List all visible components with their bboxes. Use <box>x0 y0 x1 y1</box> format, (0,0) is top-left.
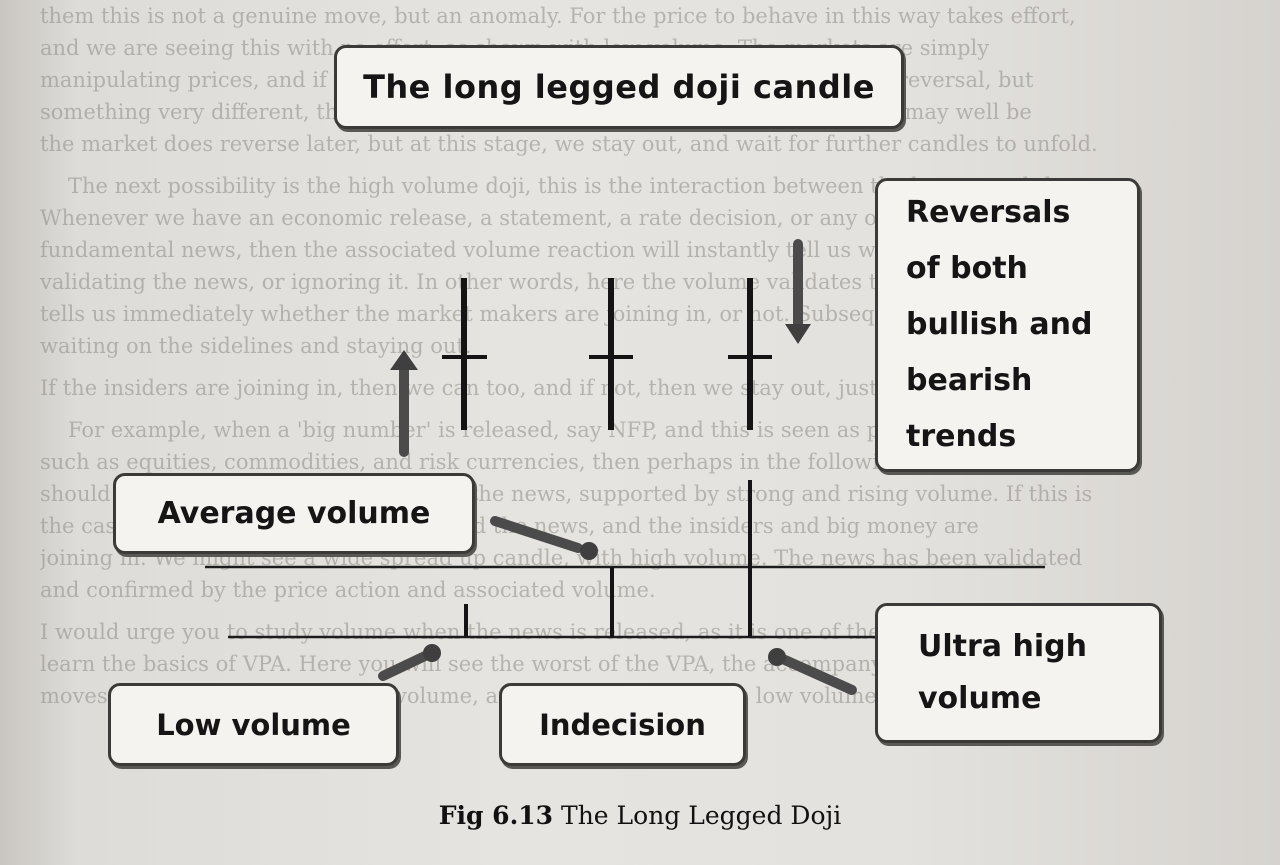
reversals-line: Reversals <box>906 195 1071 230</box>
reversals-line: of both <box>906 251 1028 286</box>
figure-label: Fig 6.13 <box>438 801 554 830</box>
low-volume-callout: Low volume <box>108 683 399 766</box>
arrow-down-icon <box>785 239 811 344</box>
doji-candle-ultra-high-volume <box>728 278 772 430</box>
ultra-high-volume-line: volume <box>918 681 1042 716</box>
title-callout: The long legged doji candle <box>334 45 904 129</box>
reversals-line: trends <box>906 419 1017 454</box>
arrow-ultra-pointer-icon <box>768 648 857 695</box>
low-volume-label: Low volume <box>156 707 351 742</box>
doji-candle-low-volume <box>442 278 487 430</box>
reversals-line: bullish and <box>906 307 1093 342</box>
arrow-up-icon <box>390 350 418 457</box>
ultra-high-volume-callout: Ultra high volume <box>875 603 1162 743</box>
figure-caption: Fig 6.13 The Long Legged Doji <box>0 801 1280 830</box>
average-volume-label: Average volume <box>157 496 431 531</box>
arrow-average-pointer-icon <box>490 516 598 560</box>
ultra-high-volume-line: Ultra high <box>918 629 1087 664</box>
indecision-callout: Indecision <box>499 683 746 766</box>
indecision-label: Indecision <box>539 707 706 742</box>
arrow-low-pointer-icon <box>378 644 441 681</box>
title-text: The long legged doji candle <box>363 68 875 106</box>
average-volume-callout: Average volume <box>113 473 475 554</box>
doji-candle-average-volume <box>589 278 633 430</box>
figure-title: The Long Legged Doji <box>561 801 842 830</box>
reversals-line: bearish <box>906 363 1033 398</box>
reversals-callout: Reversals of both bullish and bearish tr… <box>875 178 1140 472</box>
